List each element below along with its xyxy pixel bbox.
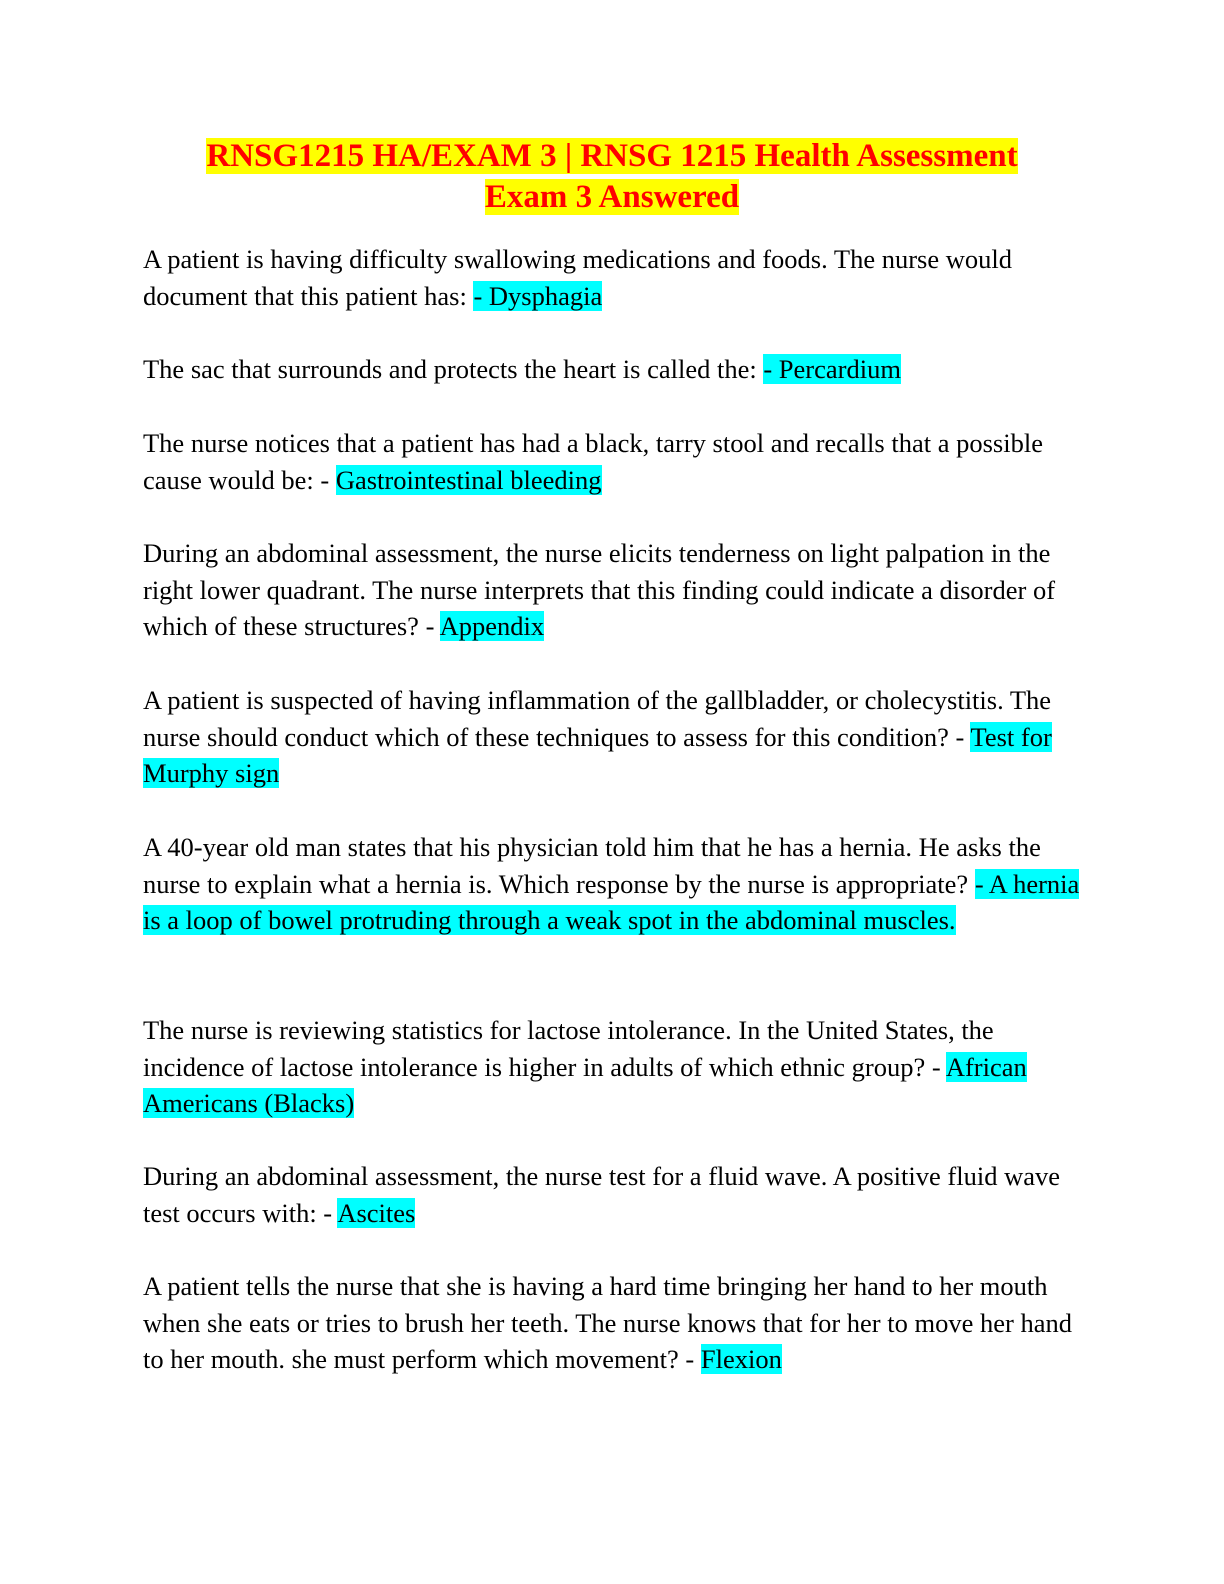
question-text: During an abdominal assessment, the nurs… bbox=[143, 538, 1056, 642]
answer-highlight: Appendix bbox=[439, 611, 545, 642]
qa-item: A 40-year old man states that his physic… bbox=[143, 829, 1083, 939]
answer-highlight: Gastrointestinal bleeding bbox=[335, 464, 602, 495]
question-text: The nurse is reviewing statistics for la… bbox=[143, 1015, 994, 1082]
qa-item: During an abdominal assessment, the nurs… bbox=[143, 1158, 1083, 1231]
qa-item: During an abdominal assessment, the nurs… bbox=[143, 535, 1083, 645]
question-text: The sac that surrounds and protects the … bbox=[143, 354, 764, 384]
answer-highlight: - Percardium bbox=[763, 354, 901, 384]
qa-item: A patient tells the nurse that she is ha… bbox=[143, 1268, 1083, 1378]
question-text: A patient tells the nurse that she is ha… bbox=[143, 1271, 1072, 1375]
title-line-1: RNSG1215 HA/EXAM 3 | RNSG 1215 Health As… bbox=[206, 138, 1018, 174]
question-text: A 40-year old man states that his physic… bbox=[143, 832, 1041, 899]
title-line-2: Exam 3 Answered bbox=[484, 179, 740, 215]
question-text: A patient is having difficulty swallowin… bbox=[143, 244, 1012, 311]
document-title: RNSG1215 HA/EXAM 3 | RNSG 1215 Health As… bbox=[120, 136, 1104, 218]
answer-highlight: - Dysphagia bbox=[473, 280, 603, 311]
question-text: A patient is suspected of having inflamm… bbox=[143, 685, 1052, 752]
qa-item: A patient is having difficulty swallowin… bbox=[143, 241, 1083, 314]
qa-item: A patient is suspected of having inflamm… bbox=[143, 682, 1083, 792]
question-text: During an abdominal assessment, the nurs… bbox=[143, 1161, 1060, 1228]
answer-highlight: Flexion bbox=[700, 1344, 782, 1375]
qa-item: The sac that surrounds and protects the … bbox=[143, 351, 1083, 388]
answer-highlight: Ascites bbox=[337, 1197, 416, 1228]
qa-item: The nurse is reviewing statistics for la… bbox=[143, 1012, 1093, 1122]
question-text: The nurse notices that a patient has had… bbox=[143, 428, 1043, 495]
qa-item: The nurse notices that a patient has had… bbox=[143, 425, 1083, 498]
